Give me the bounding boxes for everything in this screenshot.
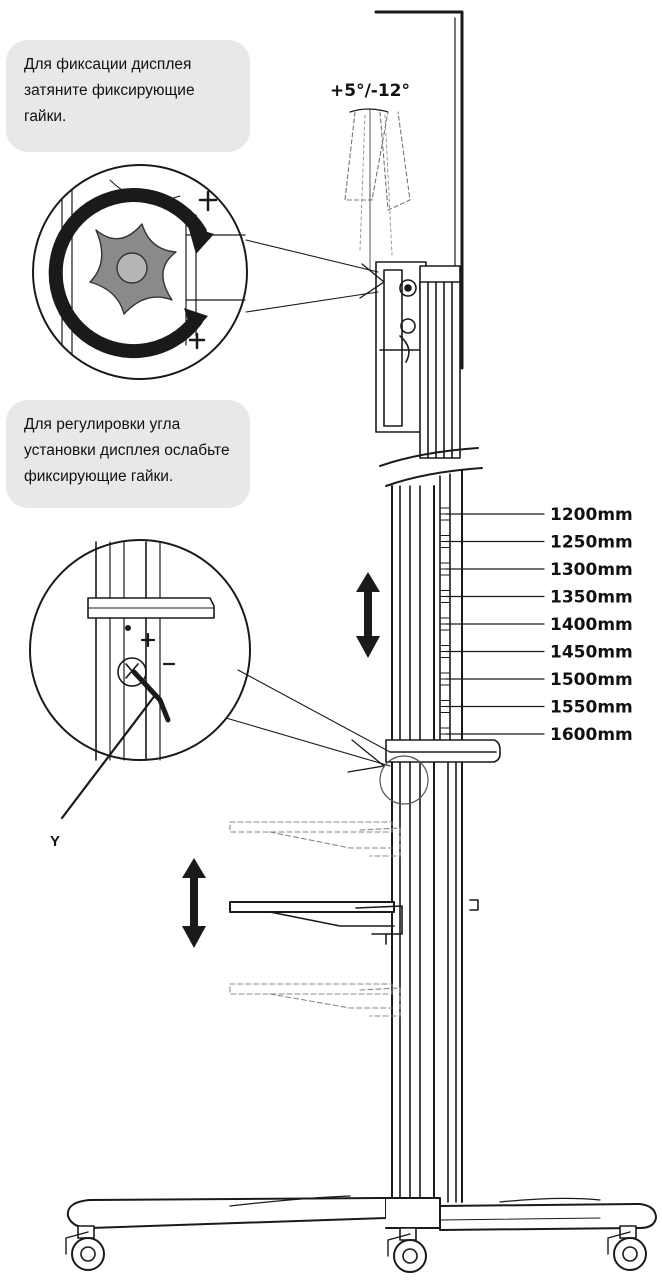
height-adjust-arrow (356, 572, 380, 658)
detail-pointer-2 (225, 669, 429, 805)
shelf-ghost-top (229, 821, 401, 857)
height-label: 1500mm (550, 670, 633, 690)
callout-tighten-nuts: Для фиксации дисплея затяните фиксирующи… (6, 40, 250, 152)
detail-knob-circle (32, 164, 248, 380)
height-label: 1600mm (550, 725, 633, 745)
callout-line: фиксирующие гайки. (24, 468, 174, 485)
lower-column (391, 469, 479, 1203)
shelf-adjust-arrow (182, 858, 206, 948)
height-label: 1300mm (550, 560, 633, 580)
shelf (229, 901, 403, 945)
knob-y-label: Y (50, 833, 60, 850)
height-label: 1250mm (550, 533, 633, 553)
caster-center (387, 1227, 427, 1273)
callout-line: гайки. (24, 108, 67, 125)
knob-leader-y (60, 692, 158, 820)
height-label: 1550mm (550, 698, 633, 718)
detail-collar-circle (29, 539, 251, 761)
caster-right (607, 1225, 647, 1271)
height-label: 1450mm (550, 643, 633, 663)
tilt-indicator (344, 108, 411, 271)
height-label: 1200mm (550, 505, 633, 525)
caster-left (65, 1225, 105, 1271)
height-label: 1350mm (550, 588, 633, 608)
detail-pointer-1 (245, 239, 385, 313)
height-leaders (445, 513, 545, 735)
mount-collar (385, 739, 501, 763)
callout-line: Для регулировки угла (24, 416, 181, 433)
callout-line: Для фиксации дисплея (24, 56, 192, 73)
column-break (379, 447, 483, 487)
callout-loosen-nuts: Для регулировки угла установки дисплея о… (6, 400, 250, 508)
tilt-bracket (375, 261, 461, 433)
callout-line: установки дисплея ослабьте (24, 442, 230, 459)
callout-line: затяните фиксирующие (24, 82, 195, 99)
shelf-ghost-bottom (229, 983, 401, 1017)
tilt-range-label: +5°/-12° (330, 81, 410, 101)
stand-base (66, 1195, 657, 1231)
height-label: 1400mm (550, 615, 633, 635)
upper-column (419, 281, 461, 459)
